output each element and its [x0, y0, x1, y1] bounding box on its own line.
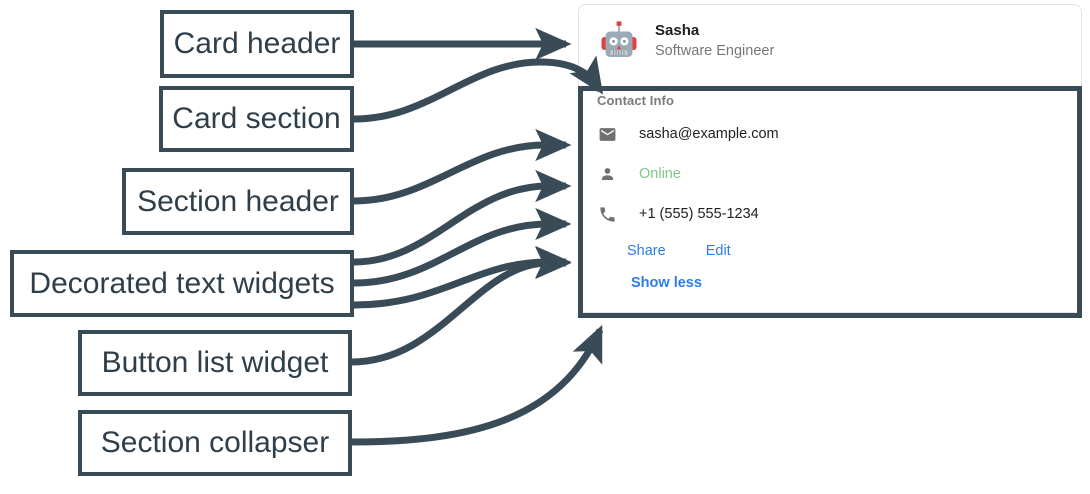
callout-card-section: Card section [159, 86, 354, 152]
decorated-text-widget-phone[interactable]: +1 (555) 555-1234 [597, 194, 1065, 234]
card-title: Sasha [655, 22, 700, 40]
connector-section-collapser [351, 324, 604, 446]
person-icon [597, 164, 617, 184]
callout-button-list-widget: Button list widget [78, 330, 352, 396]
phone-icon [597, 204, 617, 224]
share-button[interactable]: Share [627, 243, 666, 259]
callout-card-section-label: Card section [172, 102, 341, 135]
card-header-text: Sasha Software Engineer [655, 22, 774, 60]
button-list-widget: Share Edit [597, 234, 1065, 268]
callout-section-collapser: Section collapser [78, 410, 352, 476]
email-icon [597, 124, 617, 144]
card-subtitle: Software Engineer [655, 43, 775, 60]
widget-text-phone: +1 (555) 555-1234 [639, 206, 759, 222]
callout-card-header-label: Card header [173, 27, 341, 60]
show-less-button[interactable]: Show less [631, 275, 702, 291]
decorated-text-widget-status[interactable]: Online [597, 154, 1065, 194]
callout-section-header-label: Section header [137, 184, 339, 218]
robot-avatar-icon [597, 19, 641, 63]
connector-card-section [353, 55, 604, 123]
card-section: Contact Info sasha@example.com [579, 77, 1081, 312]
widget-text-status: Online [639, 166, 681, 182]
widget-text-email: sasha@example.com [639, 126, 779, 142]
contact-card: Sasha Software Engineer Contact Info sas… [578, 4, 1082, 313]
card-header: Sasha Software Engineer [579, 5, 1081, 77]
connector-button-list [351, 246, 572, 366]
connector-decorated-widget-3 [353, 245, 572, 309]
section-header: Contact Info [597, 93, 675, 108]
callout-section-collapser-label: Section collapser [100, 426, 330, 459]
decorated-text-widget-email[interactable]: sasha@example.com [597, 114, 1065, 154]
connector-decorated-widget-2 [353, 207, 572, 287]
callout-decorated-text-widgets: Decorated text widgets [10, 250, 354, 317]
edit-button[interactable]: Edit [705, 243, 731, 259]
callout-button-list-widget-label: Button list widget [101, 346, 329, 379]
callout-section-header: Section header [122, 168, 354, 235]
connector-section-header [353, 128, 572, 205]
section-collapser: Show less [597, 268, 1065, 298]
connector-decorated-widget-1 [353, 169, 572, 266]
callout-decorated-text-widgets-label: Decorated text widgets [29, 266, 335, 300]
callout-card-header: Card header [160, 10, 354, 78]
